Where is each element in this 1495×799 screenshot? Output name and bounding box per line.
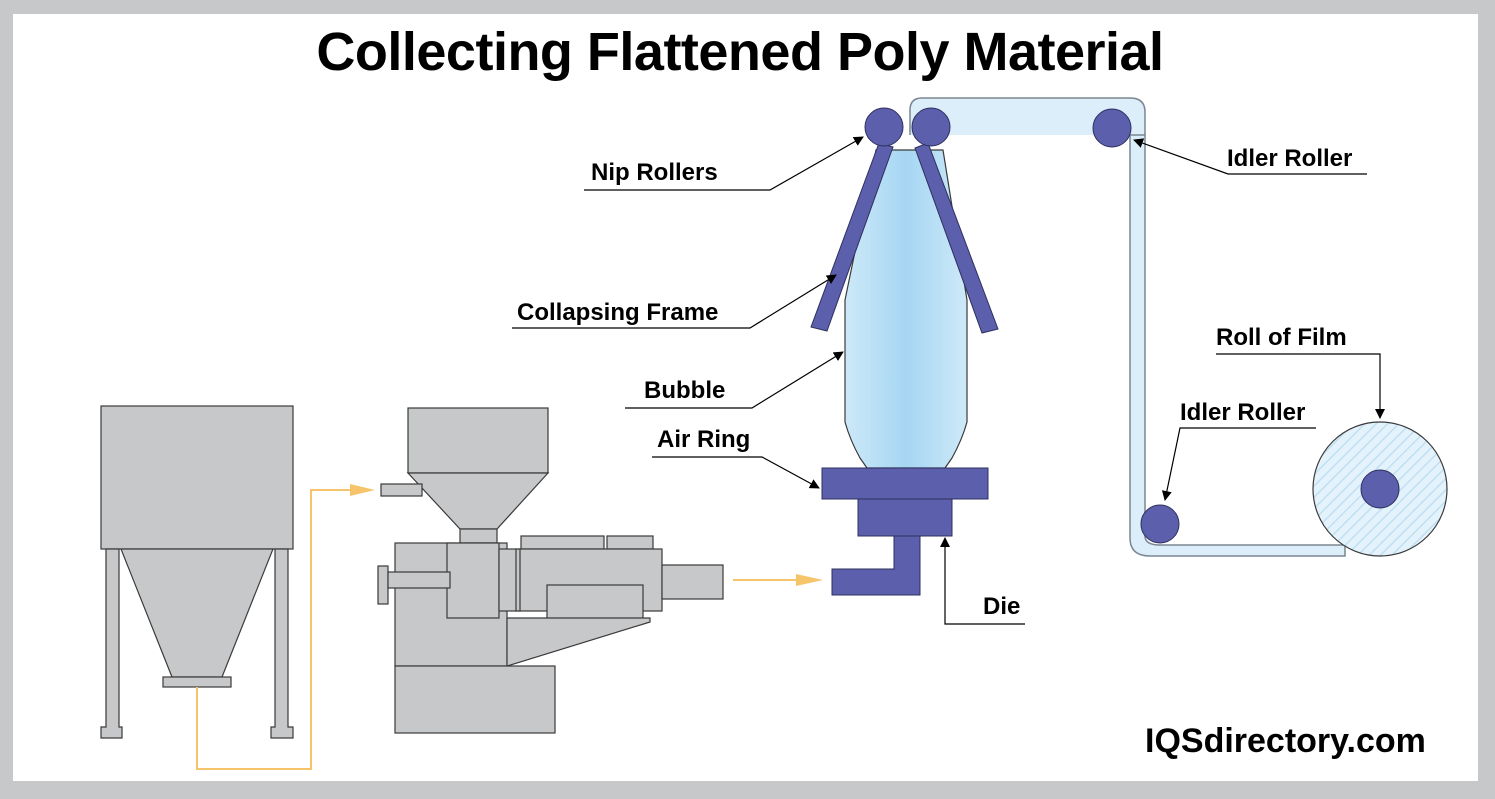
diagram-frame <box>13 14 1478 781</box>
material-hopper <box>100 405 294 739</box>
label-bubble: Bubble <box>644 377 726 404</box>
label-collapsing-frame: Collapsing Frame <box>517 299 719 326</box>
leader-lines <box>512 136 1385 625</box>
label-idler-roller-top: Idler Roller <box>1227 145 1353 172</box>
diagram-title: Collecting Flattened Poly Material <box>316 22 1164 82</box>
label-roll-of-film: Roll of Film <box>1216 324 1347 351</box>
brand-watermark: IQSdirectory.com <box>1145 722 1426 760</box>
label-die: Die <box>983 593 1021 620</box>
idler-roller-top <box>1092 108 1132 148</box>
material-feed-line <box>196 484 823 770</box>
extruder <box>377 407 724 734</box>
nip-rollers <box>864 107 951 147</box>
label-nip-rollers: Nip Rollers <box>591 159 718 186</box>
air-ring <box>821 467 989 500</box>
die <box>831 498 953 596</box>
roll-of-film <box>1312 421 1448 557</box>
label-air-ring: Air Ring <box>657 426 751 453</box>
idler-roller-bottom <box>1140 504 1180 544</box>
label-idler-roller-bottom: Idler Roller <box>1180 399 1306 426</box>
